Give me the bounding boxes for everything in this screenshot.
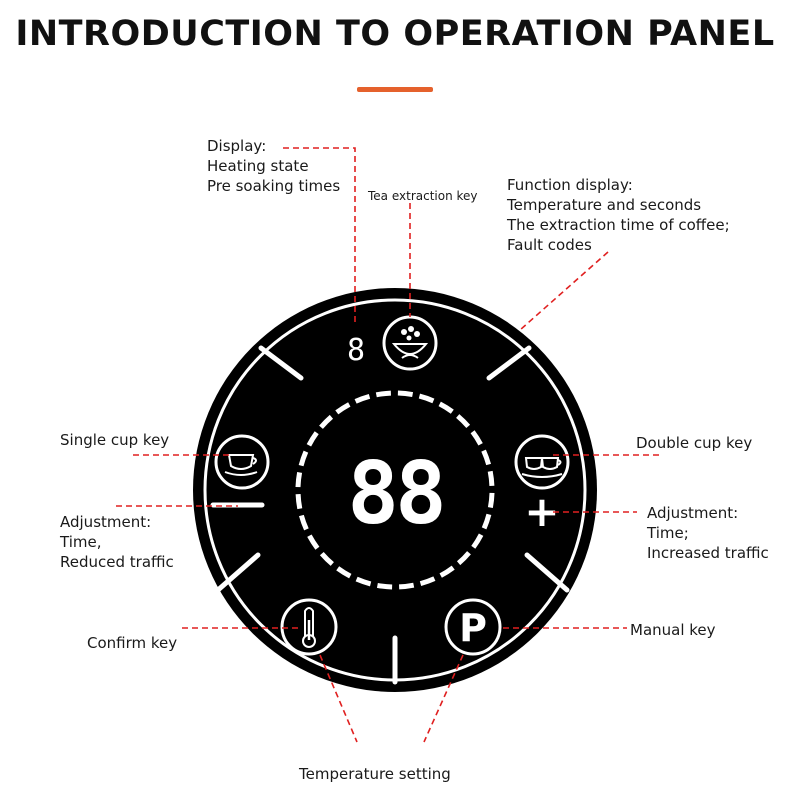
- confirm-key[interactable]: [280, 598, 338, 656]
- ring-segment: [319, 414, 334, 429]
- ring-segment: [456, 551, 471, 566]
- ring-segment: [298, 514, 309, 531]
- title-accent-bar: [357, 87, 433, 92]
- label-temperature-setting: Temperature setting: [299, 765, 451, 783]
- label-adjustment-minus: Adjustment: Time, Reduced traffic: [60, 513, 174, 571]
- ring-segment: [295, 471, 303, 488]
- ring-segment: [481, 513, 492, 530]
- label-adjustment-plus: Adjustment: Time; Increased traffic: [647, 504, 769, 562]
- ring-segment: [376, 582, 393, 590]
- ring-segment: [295, 493, 303, 510]
- minus-key[interactable]: −: [229, 485, 258, 525]
- double-cup-icon: [514, 434, 570, 490]
- label-double-cup-key: Double cup key: [636, 434, 753, 452]
- ring-segment: [419, 576, 436, 587]
- divider-top-left: [258, 345, 304, 381]
- thermometer-icon: [280, 598, 338, 656]
- ring-segment: [306, 431, 319, 447]
- ring-segment: [456, 414, 471, 429]
- ring-segment: [470, 430, 483, 446]
- label-confirm-key: Confirm key: [87, 634, 178, 652]
- ring-segment: [487, 492, 495, 509]
- single-cup-key[interactable]: [214, 434, 270, 490]
- leader-display: [283, 147, 356, 322]
- divider-bottom-right: [524, 552, 570, 593]
- label-tea-extraction-key: Tea extraction key: [368, 189, 478, 203]
- manual-key[interactable]: P: [444, 598, 502, 656]
- segmented-progress-ring: [295, 390, 495, 590]
- ring-segment: [336, 566, 352, 579]
- ring-segment: [439, 565, 455, 578]
- panel-dividers: [210, 345, 570, 685]
- divider-top-right: [486, 345, 532, 381]
- panel-disc: [193, 288, 597, 692]
- ring-segment: [398, 582, 415, 590]
- leader-temperature-right: [423, 654, 464, 743]
- leader-temperature-left: [319, 654, 358, 743]
- manual-key-symbol: P: [459, 606, 487, 650]
- p-icon: [444, 598, 502, 656]
- divider-bottom-left: [215, 552, 261, 593]
- ring-segment: [298, 450, 309, 467]
- ring-segment: [355, 576, 372, 587]
- ring-segment: [418, 393, 435, 404]
- label-display: Display: Heating state Pre soaking times: [207, 137, 341, 195]
- ring-segment: [307, 534, 320, 550]
- double-cup-key[interactable]: [514, 434, 570, 490]
- label-function-display: Function display: Temperature and second…: [507, 176, 730, 254]
- ring-segment: [438, 401, 454, 414]
- label-single-cup-key: Single cup key: [60, 431, 170, 449]
- ring-segment: [397, 390, 414, 398]
- ring-segment: [354, 393, 371, 404]
- ring-segment: [487, 470, 495, 487]
- leader-function-display: [519, 251, 609, 331]
- ring-segment: [335, 402, 351, 415]
- label-manual-key: Manual key: [630, 621, 716, 639]
- small-digit-display: 8: [347, 333, 365, 368]
- ring-segment: [319, 551, 334, 566]
- ring-segment: [375, 390, 392, 398]
- page-title: INTRODUCTION TO OPERATION PANEL: [15, 14, 775, 54]
- ring-segment: [481, 449, 492, 466]
- single-cup-icon: [214, 434, 270, 490]
- main-digit-display: 88: [347, 444, 443, 544]
- ring-segment: [471, 533, 484, 549]
